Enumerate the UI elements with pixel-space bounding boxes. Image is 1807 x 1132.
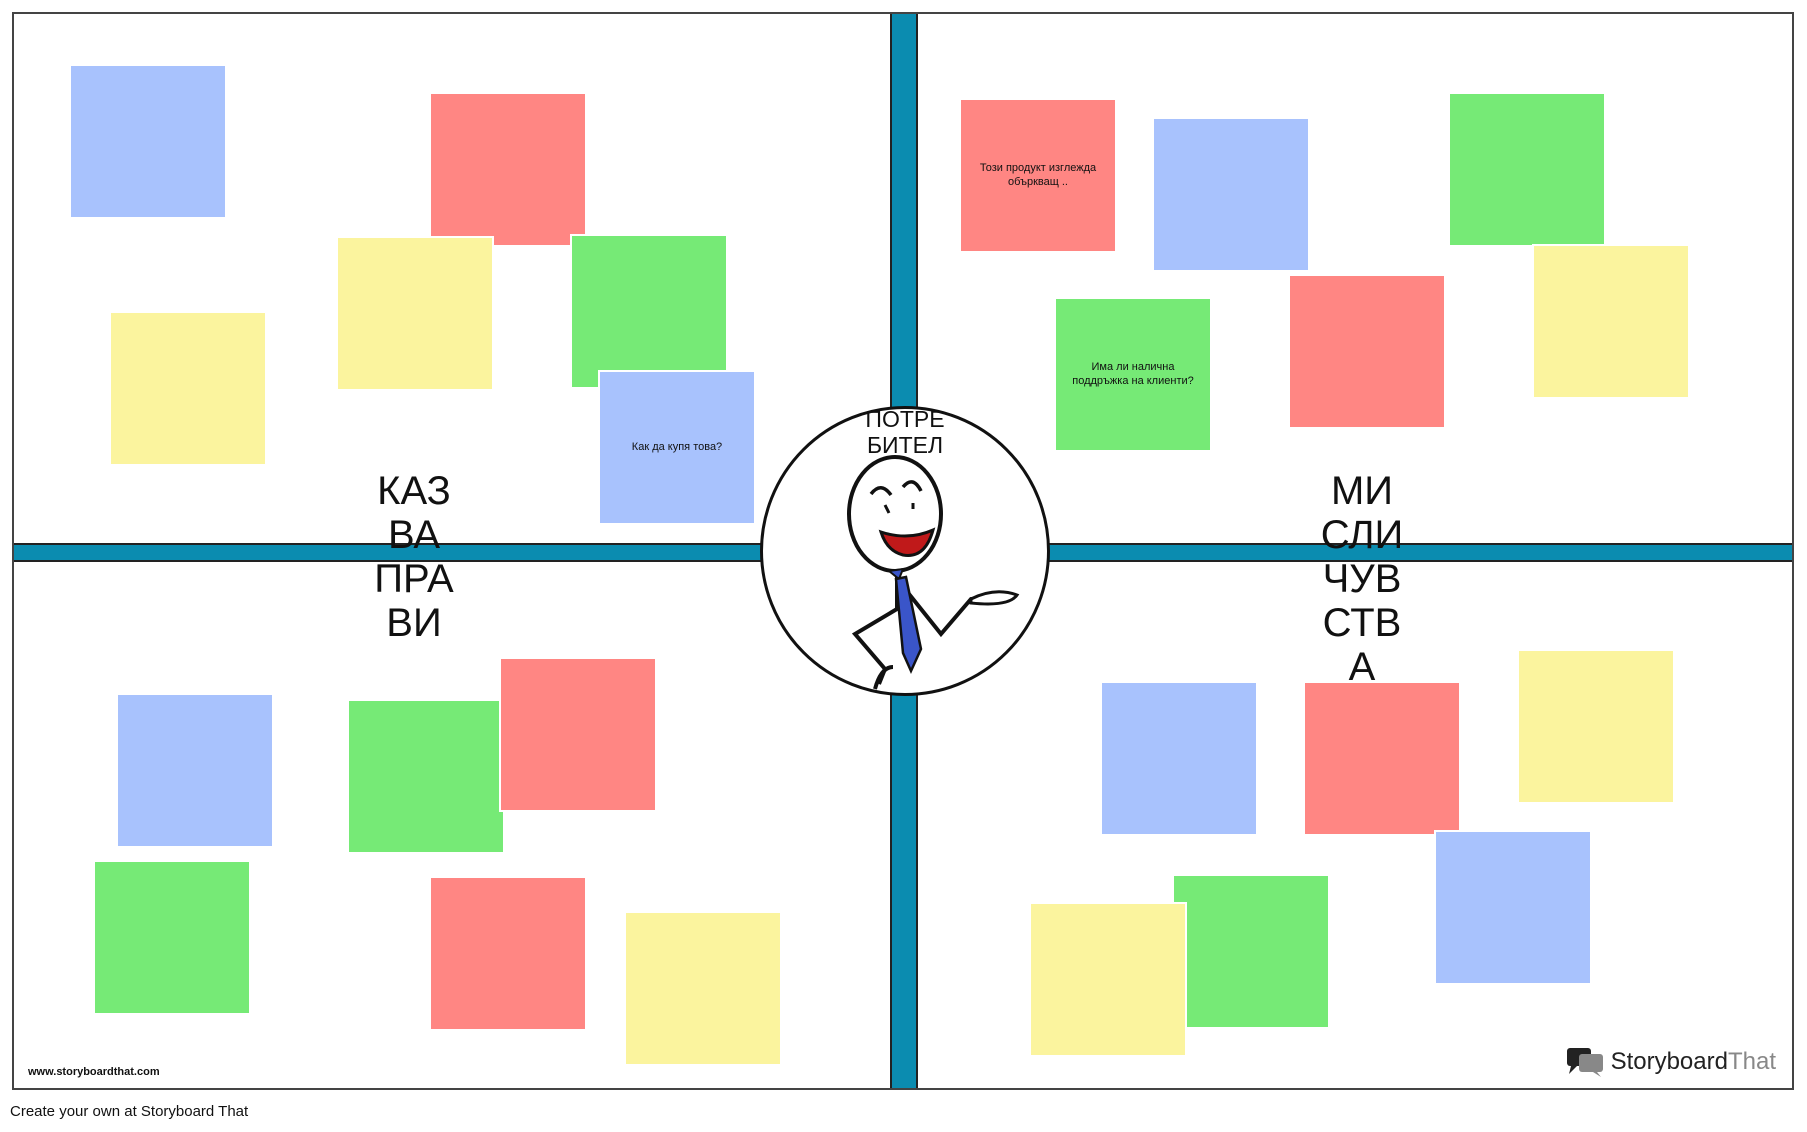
sticky-note-yellow[interactable] (336, 236, 494, 391)
persona-circle[interactable] (760, 406, 1050, 696)
sticky-note-yellow[interactable] (1517, 649, 1675, 804)
note-text: Този продукт изглежда объркващ .. (979, 161, 1097, 188)
brand-logo: StoryboardThat (1565, 1046, 1776, 1078)
sticky-note-green[interactable] (570, 234, 728, 389)
sticky-note-green[interactable] (347, 699, 505, 854)
sticky-note-green[interactable] (1448, 92, 1606, 247)
quadrant-label-thinks-feels: МИ СЛИ ЧУВ СТВ А (1320, 469, 1404, 689)
sticky-note-yellow[interactable] (1029, 902, 1187, 1057)
note-text: Има ли налична поддръжка на клиенти? (1072, 360, 1194, 387)
sticky-note-blue[interactable] (69, 64, 227, 219)
sticky-note-blue[interactable] (116, 693, 274, 848)
sticky-note-blue[interactable] (1152, 117, 1310, 272)
sticky-note-green[interactable] (1172, 874, 1330, 1029)
footer-cta[interactable]: Create your own at Storyboard That (10, 1103, 249, 1120)
sticky-note-green[interactable] (93, 860, 251, 1015)
brand-name-part1: Storyboard (1610, 1048, 1728, 1075)
brand-name: StoryboardThat (1611, 1048, 1776, 1076)
sticky-note-yellow[interactable] (1532, 244, 1690, 399)
sticky-note-yellow[interactable] (624, 911, 782, 1066)
sticky-note-red[interactable] (1288, 274, 1446, 429)
sticky-note-blue[interactable] (1434, 830, 1592, 985)
sticky-note-red[interactable] (499, 657, 657, 812)
sticky-note-blue[interactable] (1100, 681, 1258, 836)
persona-label: ПОТРЕ БИТЕЛ (865, 406, 945, 458)
stick-figure-icon (847, 455, 1020, 690)
sticky-note-red[interactable] (429, 92, 587, 247)
watermark-url: www.storyboardthat.com (28, 1066, 160, 1078)
quadrant-label-says-does: КАЗ ВА ПРА ВИ (374, 469, 454, 645)
sticky-note-yellow[interactable] (109, 311, 267, 466)
empathy-map-board: Как да купя това? Този продукт изглежда … (12, 12, 1794, 1090)
sticky-note-red[interactable] (1303, 681, 1461, 836)
sticky-note-support[interactable]: Има ли налична поддръжка на клиенти? (1054, 297, 1212, 452)
sticky-note-how-to-buy[interactable]: Как да купя това? (598, 370, 756, 525)
sticky-note-confusing[interactable]: Този продукт изглежда объркващ .. (959, 98, 1117, 253)
sticky-note-red[interactable] (429, 876, 587, 1031)
brand-name-part2: That (1727, 1048, 1776, 1075)
speech-bubble-icon (1566, 1048, 1603, 1077)
note-text: Как да купя това? (631, 440, 723, 453)
